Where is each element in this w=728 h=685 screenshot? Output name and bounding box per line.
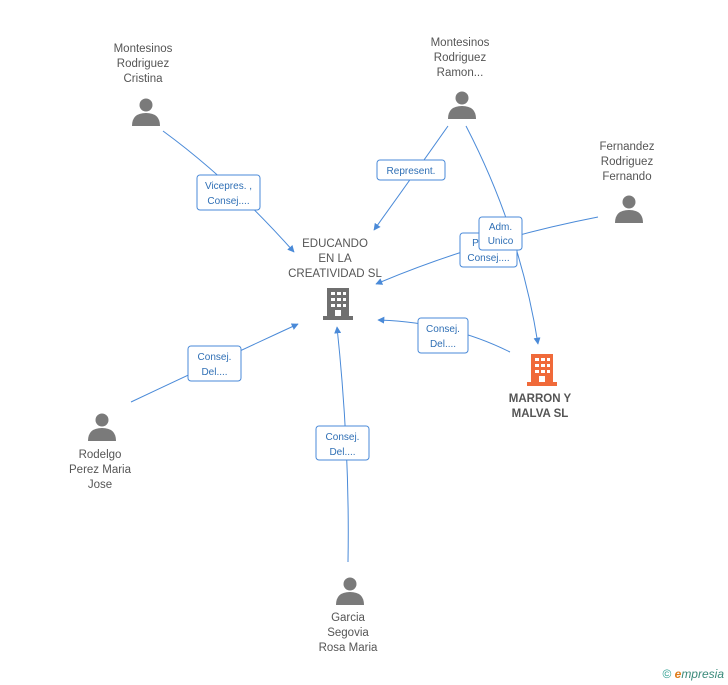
node-label-line: Montesinos	[431, 37, 490, 49]
brand-initial: e	[674, 667, 682, 681]
node-label-line: Montesinos	[114, 43, 173, 55]
person-icon	[615, 195, 643, 223]
node-label-line: MARRON Y	[509, 393, 572, 405]
node-label-line: Rodriguez	[434, 52, 487, 64]
edge-label-line: Represent.	[387, 166, 436, 177]
copyright-icon: ©	[662, 667, 672, 681]
person-icon	[88, 413, 116, 441]
person-icon	[132, 98, 160, 126]
node-marron[interactable]: MARRON Y MALVA SL	[509, 354, 572, 420]
node-fernando[interactable]: Fernandez Rodriguez Fernando	[600, 141, 655, 223]
node-label-line: Perez Maria	[69, 464, 132, 476]
node-ramon[interactable]: Montesinos Rodriguez Ramon...	[431, 37, 490, 119]
edge-label-line: Del....	[430, 339, 456, 350]
node-label-line: Rodriguez	[601, 156, 654, 168]
building-icon	[527, 354, 557, 386]
edge-label-line: Consej.	[426, 324, 460, 335]
node-label-line: Rodelgo	[79, 449, 122, 461]
node-label-line: EN LA	[318, 253, 352, 265]
node-label-line: Ramon...	[437, 67, 484, 79]
edge-label-line: Vicepres. ,	[205, 181, 252, 192]
edge-label-ramon-marron[interactable]: Adm. Unico	[478, 216, 523, 251]
node-rodelgo[interactable]: Rodelgo Perez Maria Jose	[69, 413, 132, 492]
edge-label-line: Del....	[329, 447, 355, 458]
node-label-line: Segovia	[327, 627, 369, 639]
node-label-line: Fernandez	[600, 141, 655, 153]
edge-label-line: Unico	[488, 236, 514, 247]
edge-label-marron-educando[interactable]: Consej. Del....	[417, 317, 469, 354]
edge-label-line: Consej.	[198, 352, 232, 363]
node-label-line: Fernando	[602, 171, 651, 183]
person-icon	[336, 577, 364, 605]
node-label-line: Rosa Maria	[319, 642, 378, 654]
node-label-line: Jose	[88, 479, 112, 491]
edge-label-line: Consej.	[326, 432, 360, 443]
edge-label-rodelgo-educando[interactable]: Consej. Del....	[187, 345, 242, 382]
footer-brand[interactable]: © empresia	[662, 667, 724, 681]
node-cristina[interactable]: Montesinos Rodriguez Cristina	[114, 43, 173, 126]
edge-label-cristina-educando[interactable]: Vicepres. , Consej....	[196, 174, 261, 211]
edge-label-line: Consej....	[207, 196, 249, 207]
edge-label-ramon-educando[interactable]: Represent.	[376, 159, 446, 181]
node-label-line: Cristina	[124, 73, 164, 85]
edge-label-line: Consej....	[467, 253, 509, 264]
edge-label-line: Del....	[201, 367, 227, 378]
brand-name: mpresia	[681, 667, 724, 681]
building-icon	[323, 288, 353, 320]
node-label-line: Rodriguez	[117, 58, 170, 70]
node-label-line: MALVA SL	[512, 408, 569, 420]
edge-label-garcia-educando[interactable]: Consej. Del....	[315, 425, 370, 461]
edge-labels: Vicepres. , Consej.... Represent. Pr... …	[187, 159, 523, 461]
node-label-line: Garcia	[331, 612, 365, 624]
node-label-line: EDUCANDO	[302, 238, 368, 250]
node-educando[interactable]: EDUCANDO EN LA CREATIVIDAD SL	[288, 238, 382, 320]
edge-label-line: Adm.	[489, 222, 512, 233]
person-icon	[448, 91, 476, 119]
node-label-line: CREATIVIDAD SL	[288, 268, 382, 280]
node-garcia[interactable]: Garcia Segovia Rosa Maria	[319, 577, 378, 655]
